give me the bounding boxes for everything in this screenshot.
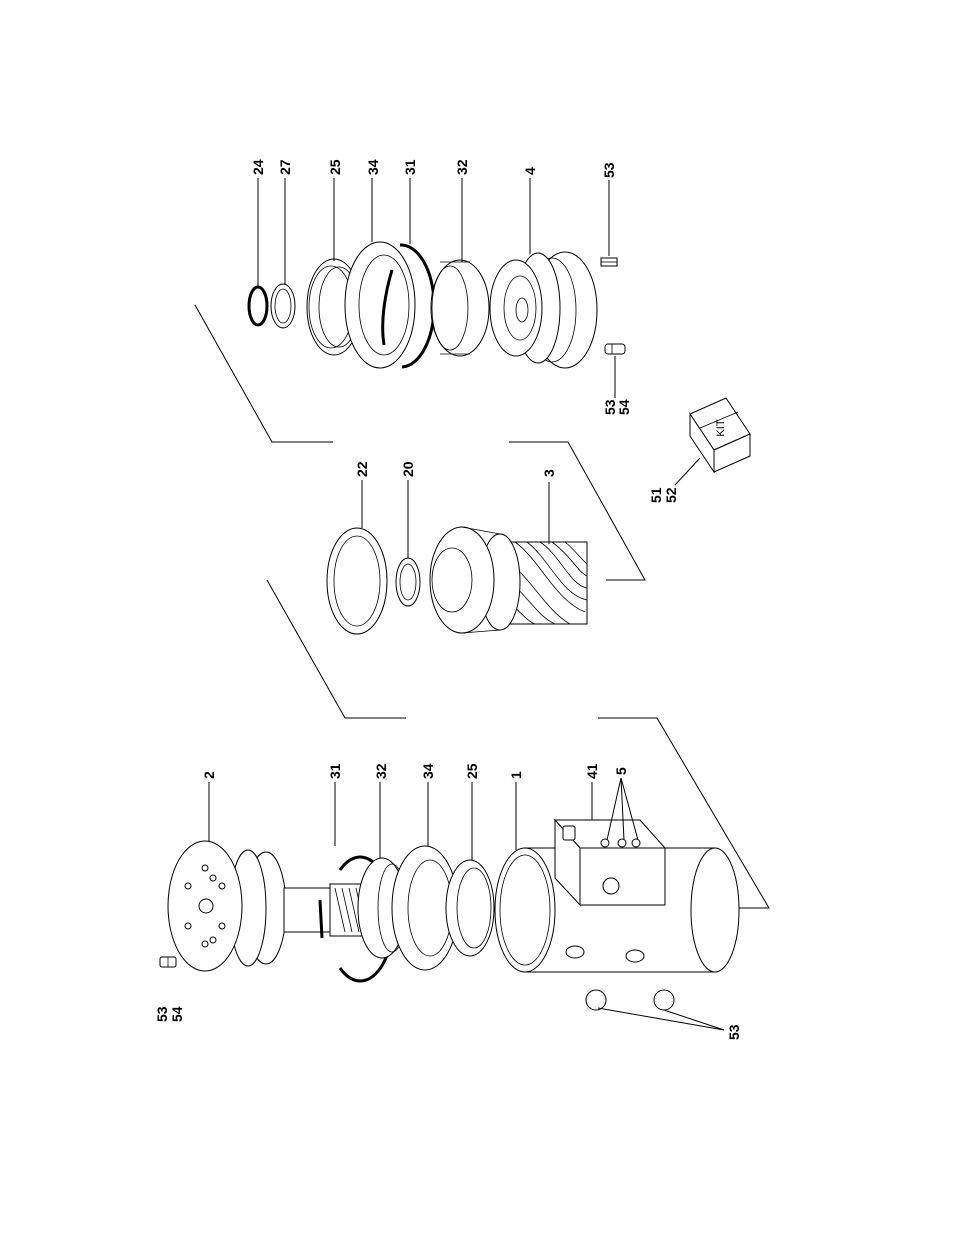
callout-4: 4 bbox=[522, 167, 538, 175]
callout-41: 41 bbox=[584, 763, 600, 779]
callout-27: 27 bbox=[277, 159, 293, 175]
ring-27 bbox=[271, 284, 295, 328]
bolt-53-54-top bbox=[605, 344, 625, 354]
callout-32-top: 32 bbox=[454, 159, 470, 175]
callout-25-bottom: 25 bbox=[464, 763, 480, 779]
ring-32-top bbox=[431, 260, 489, 356]
callout-3: 3 bbox=[541, 469, 557, 477]
kit-box-51-52: KIT bbox=[675, 398, 750, 485]
callout-51: 51 bbox=[648, 487, 664, 503]
top-assembly bbox=[249, 242, 625, 368]
bolt-53-54-bottom bbox=[160, 957, 176, 967]
middle-assembly bbox=[327, 527, 587, 634]
end-cap-2 bbox=[168, 841, 286, 971]
housing-1 bbox=[495, 820, 739, 1010]
callout-24: 24 bbox=[250, 159, 266, 175]
o-ring-24 bbox=[249, 287, 267, 325]
bolt-53-top bbox=[601, 258, 617, 266]
callout-53-bottom-left: 53 bbox=[154, 1006, 170, 1022]
callout-5: 5 bbox=[613, 767, 629, 775]
callout-34-bottom: 34 bbox=[420, 763, 436, 779]
callout-1: 1 bbox=[508, 771, 524, 779]
callout-54-bottom-left: 54 bbox=[169, 1006, 185, 1022]
callout-53-bottom-right: 53 bbox=[726, 1024, 742, 1040]
callout-2: 2 bbox=[201, 771, 217, 779]
callout-31-bottom: 31 bbox=[327, 763, 343, 779]
callout-25-top: 25 bbox=[327, 159, 343, 175]
callout-54-mid: 54 bbox=[616, 399, 632, 415]
helical-piston-3 bbox=[430, 527, 587, 633]
callout-31-top: 31 bbox=[402, 159, 418, 175]
callout-53-top: 53 bbox=[601, 162, 617, 178]
kit-label: KIT bbox=[715, 419, 727, 436]
callout-20: 20 bbox=[400, 461, 416, 477]
callout-22: 22 bbox=[354, 461, 370, 477]
end-cap-4 bbox=[490, 252, 597, 368]
ring-25-bottom bbox=[446, 860, 494, 956]
bottom-assembly bbox=[160, 820, 739, 1010]
callout-34-top: 34 bbox=[365, 159, 381, 175]
ring-22 bbox=[327, 528, 387, 634]
ring-20 bbox=[396, 558, 420, 606]
ring-34-top bbox=[345, 242, 415, 368]
callout-52: 52 bbox=[663, 487, 679, 503]
callout-32-bottom: 32 bbox=[373, 763, 389, 779]
